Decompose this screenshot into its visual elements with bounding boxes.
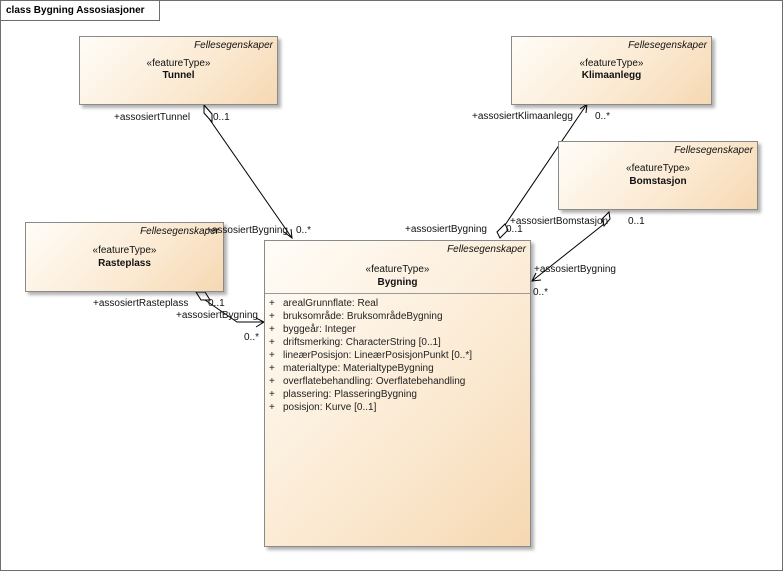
- aggregation-diamond-tunnel: [203, 103, 213, 124]
- package-label: Fellesegenskaper: [628, 40, 707, 51]
- attribute: +arealGrunnflate: Real: [269, 298, 379, 309]
- association-klimaanlegg[interactable]: [496, 102, 588, 239]
- role-label-assosiert-bygning: +assosiertBygning: [176, 310, 258, 321]
- attribute: +lineærPosisjon: LineærPosisjonPunkt [0.…: [269, 350, 472, 361]
- class-tunnel[interactable]: Fellesegenskaper «featureType» Tunnel: [79, 36, 278, 105]
- package-label: Fellesegenskaper: [140, 226, 219, 237]
- role-label-assosiert-bomstasjon: +assosiertBomstasjon: [510, 216, 609, 227]
- diagram-title: class Bygning Assosiasjoner: [1, 1, 160, 21]
- multiplicity-label: 0..1: [628, 216, 645, 227]
- attribute: +driftsmerking: CharacterString [0..1]: [269, 337, 441, 348]
- attribute-list: +arealGrunnflate: Real +bruksområde: Bru…: [269, 297, 472, 414]
- role-label-assosiert-bygning: +assosiertBygning: [405, 224, 487, 235]
- class-bomstasjon[interactable]: Fellesegenskaper «featureType» Bomstasjo…: [558, 141, 758, 210]
- aggregation-diamond-klimaanlegg: [496, 223, 509, 239]
- attribute: +bruksområde: BruksområdeBygning: [269, 311, 443, 322]
- package-label: Fellesegenskaper: [674, 145, 753, 156]
- attribute: +byggeår: Integer: [269, 324, 356, 335]
- class-bygning[interactable]: Fellesegenskaper «featureType» Bygning +…: [264, 240, 531, 547]
- class-name: Bomstasjon: [629, 176, 687, 187]
- class-name: Bygning: [377, 277, 418, 288]
- class-klimaanlegg[interactable]: Fellesegenskaper «featureType» Klimaanle…: [511, 36, 712, 105]
- attribute: +overflatebehandling: Overflatebehandlin…: [269, 376, 466, 387]
- multiplicity-label: 0..*: [244, 332, 260, 343]
- attribute: +posisjon: Kurve [0..1]: [269, 402, 377, 413]
- multiplicity-label: 0..1: [213, 112, 230, 123]
- multiplicity-label: 0..1: [506, 224, 523, 235]
- multiplicity-label: 0..1: [208, 298, 225, 309]
- stereotype-label: «featureType»: [92, 245, 157, 256]
- class-name: Tunnel: [162, 70, 195, 81]
- association-bomstasjon[interactable]: [531, 210, 611, 282]
- role-label-assosiert-tunnel: +assosiertTunnel: [114, 112, 191, 123]
- aggregation-diamond-bomstasjon: [601, 210, 611, 228]
- role-label-assosiert-klimaanlegg: +assosiertKlimaanlegg: [472, 111, 573, 122]
- attribute: +plassering: PlasseringBygning: [269, 389, 417, 400]
- role-label-assosiert-bygning: +assosiertBygning: [206, 225, 288, 236]
- association-tunnel[interactable]: [203, 103, 293, 240]
- compartment-separator: [265, 293, 530, 294]
- class-name: Klimaanlegg: [581, 70, 642, 81]
- package-label: Fellesegenskaper: [194, 40, 273, 51]
- multiplicity-label: 0..*: [296, 225, 312, 236]
- role-label-assosiert-rasteplass: +assosiertRasteplass: [93, 298, 189, 309]
- stereotype-label: «featureType»: [579, 58, 644, 69]
- attribute: +materialtype: MaterialtypeBygning: [269, 363, 434, 374]
- class-name: Rasteplass: [98, 258, 151, 269]
- arrowhead-tunnel: [283, 228, 293, 240]
- aggregation-diamond-rasteplass: [195, 291, 211, 301]
- association-rasteplass[interactable]: [195, 291, 266, 328]
- stereotype-label: «featureType»: [626, 163, 690, 174]
- class-rasteplass[interactable]: Fellesegenskaper «featureType» Rasteplas…: [25, 222, 224, 292]
- stereotype-label: «featureType»: [365, 264, 430, 275]
- multiplicity-label: 0..*: [533, 287, 549, 298]
- package-label: Fellesegenskaper: [447, 244, 526, 255]
- multiplicity-label: 0..*: [595, 111, 611, 122]
- stereotype-label: «featureType»: [146, 58, 211, 69]
- role-label-assosiert-bygning: +assosiertBygning: [534, 264, 616, 275]
- arrowhead-bomstasjon: [531, 272, 542, 282]
